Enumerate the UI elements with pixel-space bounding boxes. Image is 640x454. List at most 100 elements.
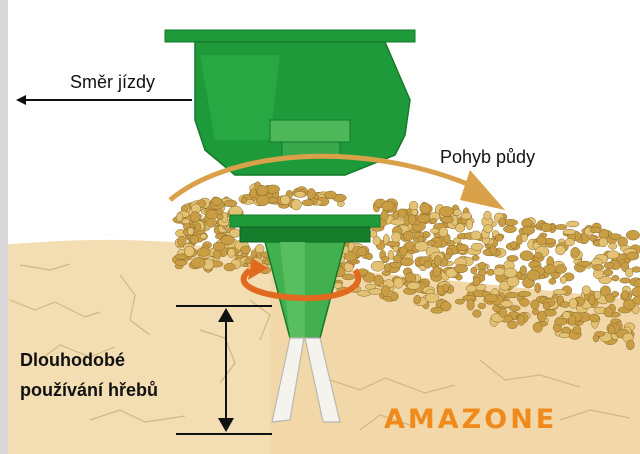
clod (520, 298, 530, 306)
clod (182, 219, 190, 224)
clod (381, 286, 390, 297)
clod (417, 214, 430, 222)
clod (431, 307, 444, 313)
clod (414, 295, 421, 304)
clod (256, 195, 269, 206)
clod (456, 224, 465, 233)
clod (569, 299, 577, 309)
clod (224, 263, 235, 271)
clod (400, 247, 408, 256)
clod (391, 219, 405, 225)
clod (582, 286, 591, 295)
clod (503, 226, 516, 233)
clod (599, 238, 608, 247)
clod (478, 262, 485, 270)
clod (609, 234, 621, 240)
clod (518, 291, 531, 296)
clod (425, 293, 439, 302)
clod (499, 218, 506, 227)
clod (544, 265, 557, 274)
clod (533, 322, 543, 332)
clod (357, 248, 367, 256)
clod (461, 212, 472, 219)
clod (626, 252, 639, 260)
clod (620, 278, 631, 283)
clod (302, 200, 314, 206)
clod (504, 219, 518, 225)
clod (611, 291, 619, 297)
clod (373, 236, 381, 245)
clod (471, 231, 481, 240)
clod (553, 290, 566, 295)
clod (485, 294, 498, 302)
clod (472, 255, 479, 260)
clod (408, 215, 416, 225)
clod (381, 210, 388, 220)
clod (393, 255, 402, 262)
clod (594, 291, 601, 299)
clod (626, 340, 634, 350)
clod (433, 266, 441, 277)
clod (484, 211, 492, 219)
clod (213, 250, 222, 258)
clod (527, 270, 540, 280)
clod (543, 302, 550, 310)
clod (221, 236, 235, 245)
clod (577, 261, 591, 266)
clod (409, 201, 418, 210)
clod (374, 275, 383, 286)
seed-hopper (165, 30, 415, 175)
clod (175, 260, 187, 266)
clod (473, 310, 482, 318)
clod (520, 251, 533, 261)
clod (625, 268, 633, 277)
clod (608, 325, 615, 334)
clod (439, 227, 448, 237)
clod (567, 221, 580, 227)
clod (217, 214, 224, 220)
clod (444, 253, 451, 259)
clod (478, 303, 486, 309)
clod (592, 265, 603, 271)
clod (522, 226, 535, 234)
clod (560, 302, 570, 308)
clod (549, 278, 556, 284)
curved-arrow-head (460, 170, 505, 210)
clod (535, 283, 541, 293)
clod (626, 230, 640, 240)
tines-label-line2: používání hřebů (20, 375, 190, 405)
clod (609, 243, 617, 249)
clod (501, 300, 513, 307)
clod (431, 218, 437, 223)
clod (240, 246, 250, 254)
clod (400, 258, 414, 266)
clod (454, 209, 462, 216)
clod (456, 244, 468, 251)
clod (184, 246, 194, 257)
clod (390, 262, 402, 268)
clod (589, 295, 595, 305)
clod (565, 238, 575, 246)
clod (212, 197, 222, 206)
clod (197, 248, 210, 257)
clod (430, 228, 439, 233)
clod (499, 308, 507, 317)
clod (434, 256, 442, 266)
clod (506, 292, 519, 298)
clod (483, 225, 493, 233)
clod (437, 286, 444, 295)
clod (556, 245, 566, 255)
clod (478, 269, 486, 276)
soil-movement-label: Pohyb půdy (440, 147, 535, 168)
clod (573, 326, 581, 334)
clod (241, 197, 247, 202)
clod (382, 201, 395, 211)
clod (384, 264, 391, 272)
clod (191, 257, 205, 268)
clod (504, 268, 517, 278)
clod (507, 276, 519, 287)
clod (424, 261, 432, 268)
clod (325, 191, 337, 199)
clod (536, 236, 546, 246)
